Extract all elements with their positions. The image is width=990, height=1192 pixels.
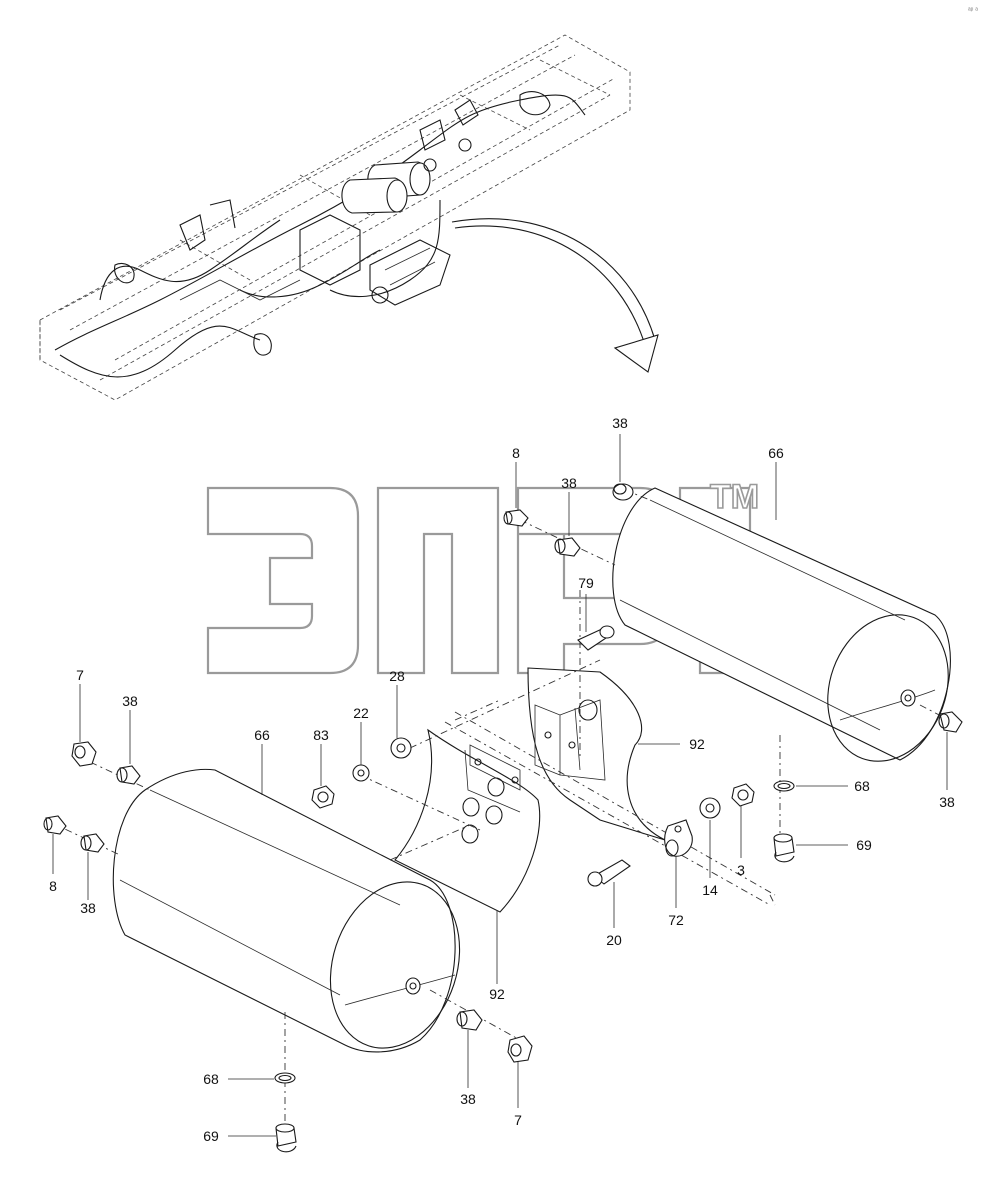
fitting-38-left [116, 765, 141, 785]
callout-8-top: 8 [512, 445, 520, 461]
callout-20: 20 [606, 932, 622, 948]
air-tank-left [112, 768, 461, 1053]
bolt-20 [587, 859, 631, 887]
callout-69-left: 69 [203, 1128, 219, 1144]
callout-92-right: 92 [689, 736, 705, 752]
callout-38-left: 38 [122, 693, 138, 709]
fitting-38-top [612, 483, 634, 501]
callout-72: 72 [668, 912, 684, 928]
callout-22: 22 [353, 705, 369, 721]
callout-8-left: 8 [49, 878, 57, 894]
drain-valve-69-left [275, 1123, 297, 1153]
fitting-38-left2 [80, 833, 105, 853]
nut-83 [311, 785, 335, 809]
leader-lines [52, 434, 948, 1137]
air-tank-right [612, 487, 951, 762]
seal-68-right [773, 780, 795, 792]
callout-38-mid: 38 [561, 475, 577, 491]
callout-labels: 38 66 8 38 79 28 7 38 66 22 83 92 68 38 … [49, 415, 955, 1144]
corner-mark: ᵃᵖ ᵃ [968, 7, 978, 14]
callout-7-bottom: 7 [514, 1112, 522, 1128]
elbow-7-left [71, 741, 97, 767]
fitting-8-top [503, 509, 529, 527]
fitting-38-bottom [456, 1009, 483, 1031]
fitting-38-right [938, 711, 963, 733]
callout-38-left2: 38 [80, 900, 96, 916]
callout-83: 83 [313, 727, 329, 743]
callout-38-right: 38 [939, 794, 955, 810]
chassis-tank-2 [341, 177, 408, 214]
callout-66-left: 66 [254, 727, 270, 743]
callout-3: 3 [737, 862, 745, 878]
callout-69-right: 69 [856, 837, 872, 853]
callout-38-bottom: 38 [460, 1091, 476, 1107]
watermark-logo: TM [206, 477, 760, 675]
callout-68-left: 68 [203, 1071, 219, 1087]
washer-28 [390, 737, 412, 759]
view-arrow [451, 218, 659, 373]
callout-28: 28 [389, 668, 405, 684]
chassis-overview [39, 34, 631, 401]
nut-3 [731, 783, 755, 807]
fitting-8-left [43, 815, 67, 835]
elbow-7-bottom [507, 1035, 533, 1063]
washer-14 [699, 797, 721, 819]
mounting-bracket-left [394, 728, 541, 913]
mounting-bracket-right [527, 667, 666, 841]
callout-38-top: 38 [612, 415, 628, 431]
callout-66-right: 66 [768, 445, 784, 461]
callout-79: 79 [578, 575, 594, 591]
watermark-trademark: TM [710, 478, 759, 516]
drain-valve-69-right [773, 833, 795, 863]
callout-68-right: 68 [854, 778, 870, 794]
callout-92-bottom: 92 [489, 986, 505, 1002]
fitting-38-mid [554, 537, 581, 557]
callout-14: 14 [702, 882, 718, 898]
seal-68-left [274, 1072, 296, 1084]
bolt-79 [577, 625, 615, 651]
callout-7-left: 7 [76, 667, 84, 683]
washer-22 [352, 764, 370, 782]
clamp-72 [664, 819, 693, 857]
